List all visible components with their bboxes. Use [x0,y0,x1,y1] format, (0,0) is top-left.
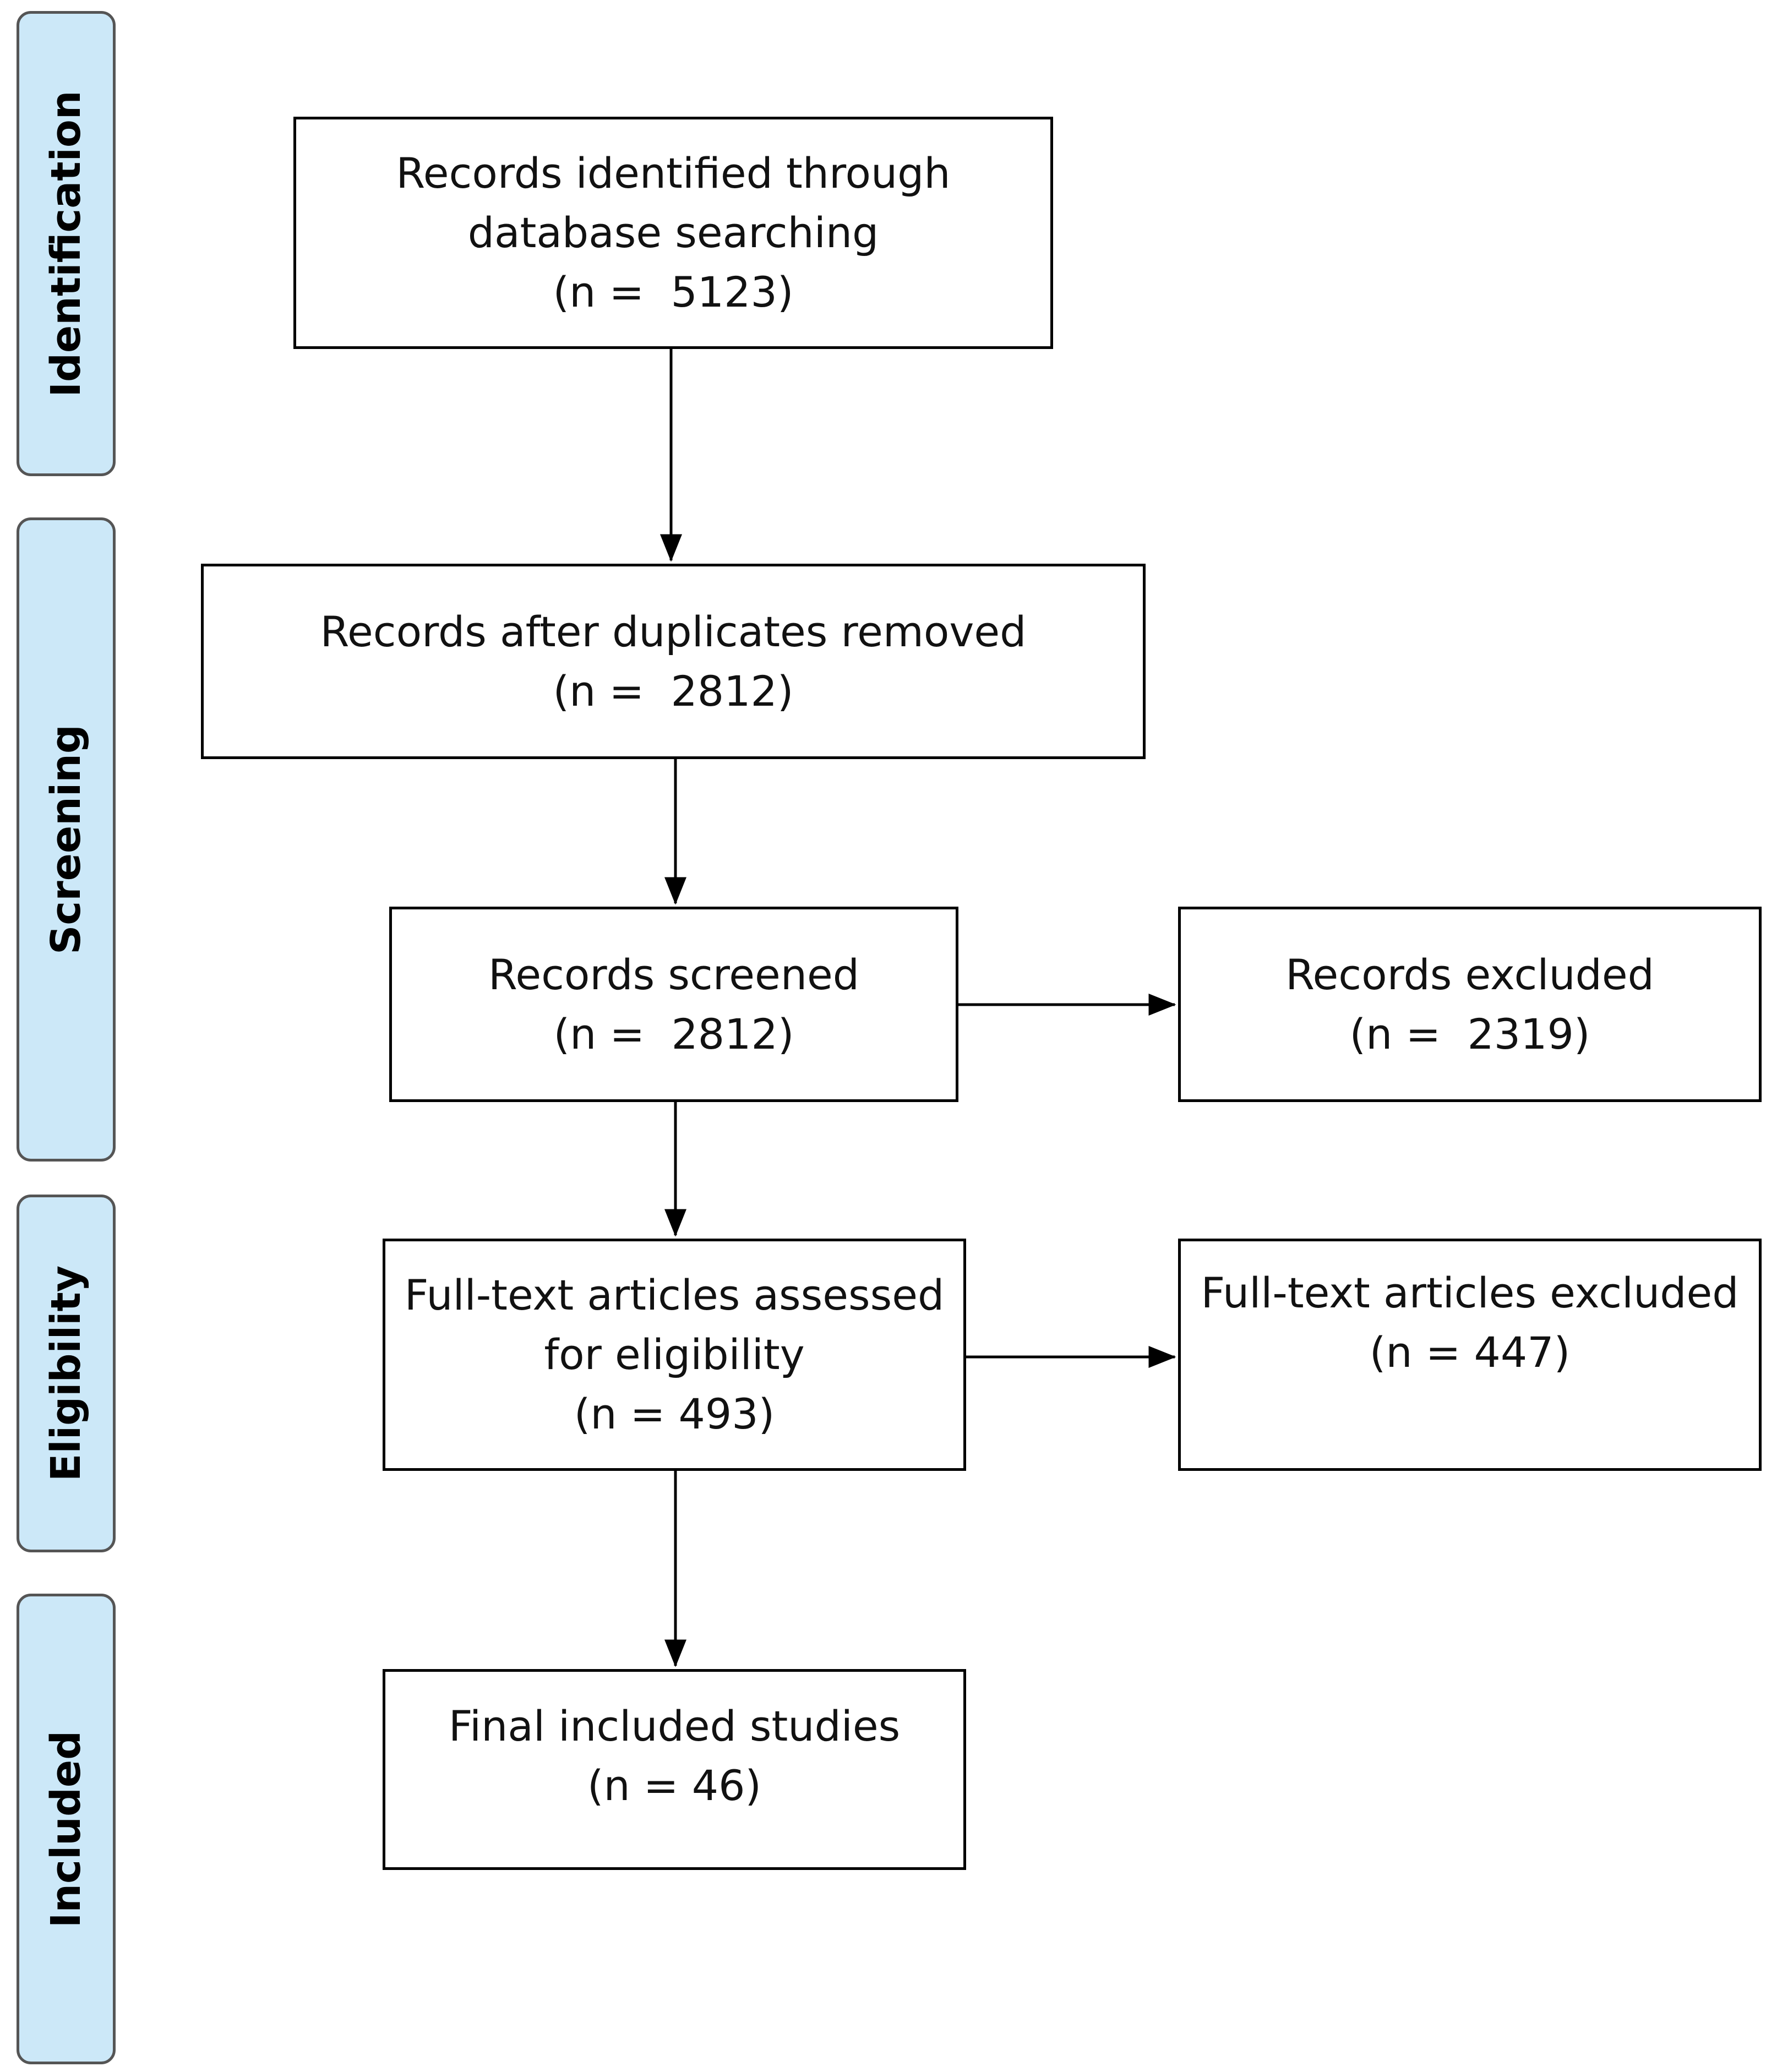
box-text: Full-text articles excluded [1201,1268,1739,1317]
box-text: Records after duplicates removed [320,607,1027,656]
box-text: Full-text articles assessed [404,1271,945,1319]
fulltext-excluded-box: Full-text articles excluded (n = 447) [1178,1239,1762,1471]
phase-screening: Screening [17,517,116,1162]
box-text: Records screened [488,950,859,999]
box-text: Final included studies [448,1702,901,1751]
final-included-box: Final included studies (n = 46) [383,1669,966,1870]
records-identified-box: Records identified through database sear… [293,117,1053,349]
box-count: (n = 2812) [553,1009,794,1059]
box-count: (n = 46) [587,1761,762,1810]
records-deduplicated-box: Records after duplicates removed (n = 28… [201,564,1146,759]
phase-identification: Identification [17,11,116,476]
records-excluded-box: Records excluded (n = 2319) [1178,907,1762,1102]
box-count: (n = 5123) [553,268,794,317]
box-text: Records identified through [396,149,951,198]
box-text: database searching [467,208,879,257]
box-count: (n = 2812) [553,666,794,716]
box-count: (n = 2319) [1349,1009,1590,1059]
box-text: for eligibility [544,1330,805,1379]
records-screened-box: Records screened (n = 2812) [389,907,958,1102]
box-count: (n = 447) [1369,1328,1571,1377]
phase-eligibility: Eligibility [17,1195,116,1552]
phase-included: Included [17,1594,116,2064]
box-count: (n = 493) [574,1389,775,1438]
box-text: Records excluded [1285,950,1654,999]
fulltext-assessed-box: Full-text articles assessed for eligibil… [383,1239,966,1471]
